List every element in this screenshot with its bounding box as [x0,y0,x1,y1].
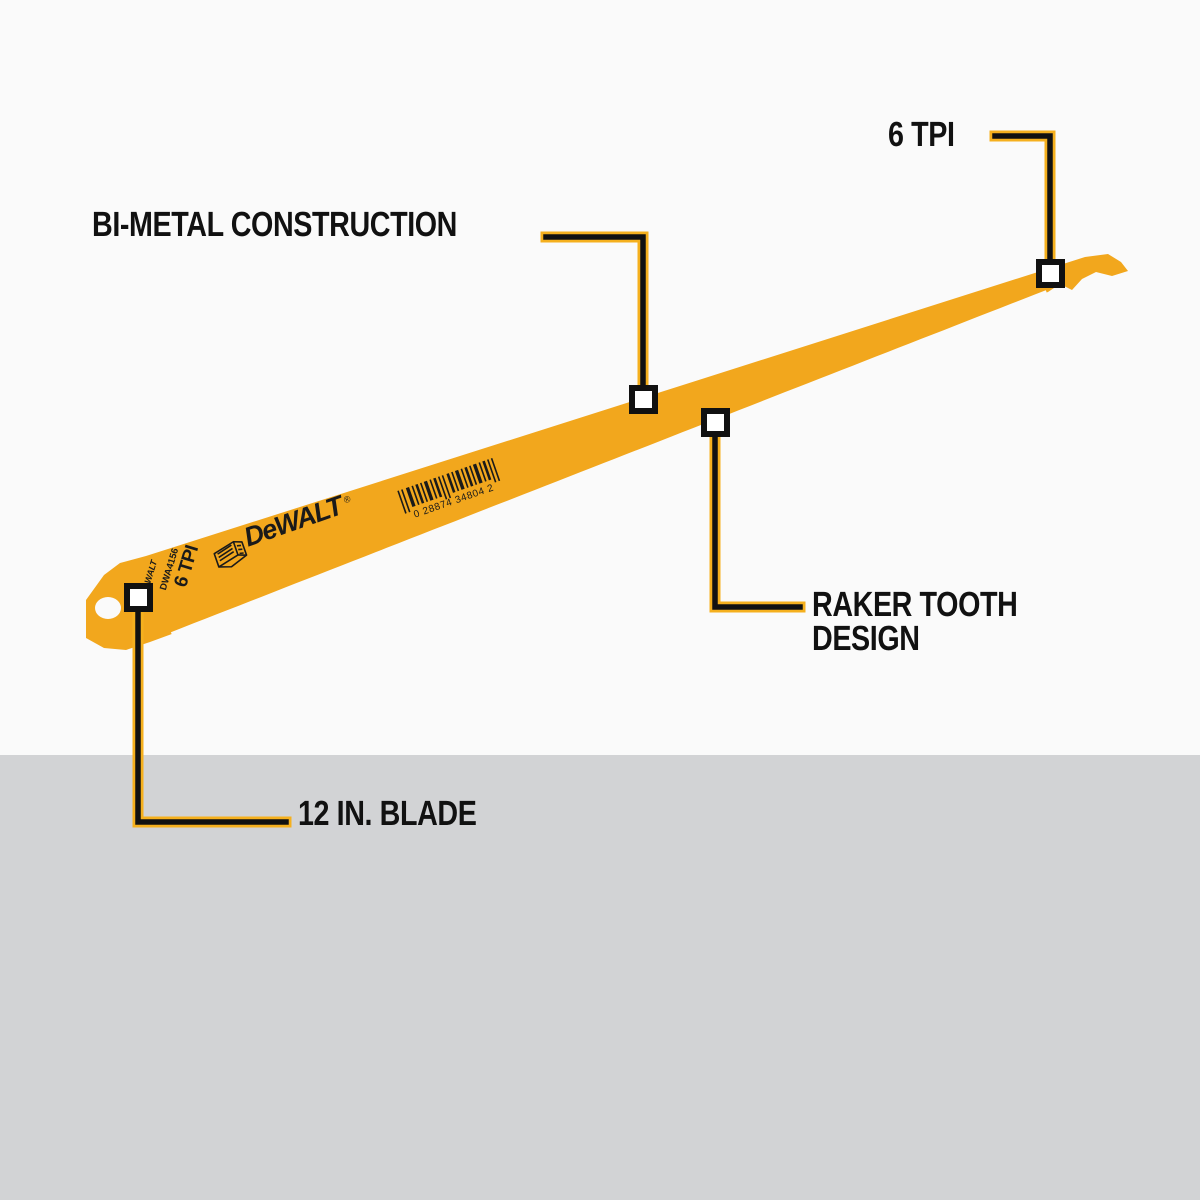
callout-marker-six-tpi [1036,259,1065,288]
tang-mounting-hole [95,597,121,619]
leader-line-twelve-inch [135,594,289,825]
callout-label-raker-tooth-design: RAKER TOOTH DESIGN [812,585,1018,659]
callout-label-six-tpi: 6 TPI [888,115,955,154]
callout-marker-twelve-inch [124,583,153,612]
blade-body [86,254,1128,650]
background-gray-band [0,755,1200,1200]
leader-line-six-tpi [992,133,1053,276]
leader-line-raker-tooth [712,419,803,610]
callout-label-bi-metal-construction: BI-METAL CONSTRUCTION [92,205,458,244]
callout-marker-raker-tooth [701,408,730,437]
callout-marker-bi-metal [629,385,658,414]
leader-line-bi-metal [543,234,646,402]
blade-plate [86,254,1128,650]
raker-tooth-row [170,290,1047,636]
wood-lumber-icon [213,540,248,568]
brand-trademark-symbol: ® [342,494,352,506]
callout-label-twelve-inch-blade: 12 IN. BLADE [298,794,477,833]
